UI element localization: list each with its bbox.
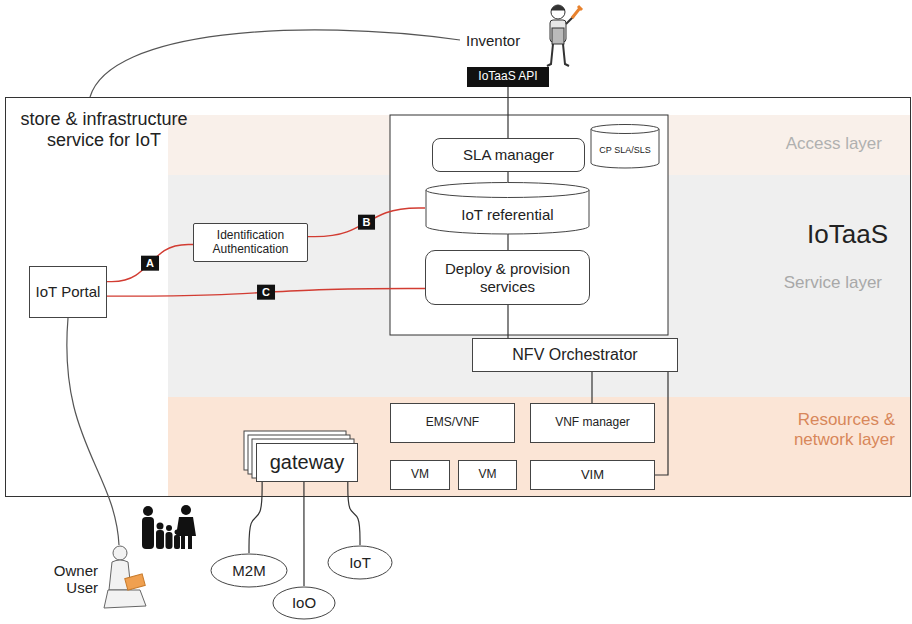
box-text: VIM — [581, 468, 604, 483]
box-text: EMS/VNF — [426, 416, 479, 430]
edge-label: A — [141, 256, 159, 271]
box-text: SLA manager — [463, 146, 554, 163]
edge-label: C — [257, 285, 275, 300]
box-text: VNF manager — [555, 416, 630, 430]
network-ellipse: IoO — [272, 586, 336, 620]
ellipse-shape — [273, 587, 335, 619]
connector — [591, 372, 592, 403]
box-text: Identification Authentication — [198, 229, 303, 257]
process-box: NFV Orchestrator — [472, 338, 678, 372]
box-text: gateway — [270, 451, 345, 474]
service-frame — [390, 115, 668, 335]
edge-label: B — [358, 215, 376, 230]
connector — [507, 87, 508, 139]
box-text: IoT referential — [461, 206, 553, 223]
connector — [507, 234, 508, 250]
api-box: IoTaaS API — [467, 67, 549, 87]
database-cylinder: IoT referential — [425, 182, 590, 234]
layer-name: Access layer — [786, 134, 882, 154]
box-text: IoTaaS API — [478, 70, 537, 84]
actor-label: Inventor — [466, 32, 520, 49]
network-ellipse: IoT — [327, 545, 393, 580]
layer-band: EMS/VNF VNF managerVM VM VIM gateway Resource… — [168, 397, 910, 496]
layer-name: Service layer — [784, 273, 882, 293]
actor-label: Owner User — [38, 562, 98, 597]
ellipse-shape — [211, 554, 287, 587]
box-text: M2M — [232, 562, 265, 579]
box-text: Deploy & provision services — [430, 260, 585, 295]
layer-name: Resources & network layer — [770, 410, 895, 449]
box-text: VM — [479, 468, 497, 482]
connector — [507, 172, 508, 182]
box-text: IoT Portal — [36, 283, 101, 300]
database-cylinder: CP SLA/SLS — [590, 124, 660, 168]
network-ellipse: M2M — [210, 553, 288, 588]
resource-box: VM — [458, 460, 517, 490]
box-text: VM — [411, 468, 429, 482]
iotaas-platform: Access layerIdentification Authenticatio… — [5, 97, 911, 497]
connector — [303, 482, 304, 586]
platform-name: IoTaaS — [807, 220, 888, 250]
inventor-link — [90, 30, 460, 97]
portal-box: IoT Portal — [29, 266, 107, 318]
resource-box: VNF manager — [530, 403, 655, 443]
connector — [507, 305, 508, 338]
box-text: IoO — [292, 594, 316, 611]
resource-box: EMS/VNF — [390, 403, 515, 443]
family-icon — [142, 505, 196, 549]
process-box: Deploy & provision services — [425, 250, 590, 305]
owner-link — [67, 318, 119, 545]
cylinder-top — [426, 183, 589, 198]
process-box: Identification Authentication — [193, 223, 308, 262]
ellipse-shape — [328, 546, 392, 579]
gateway-box: gateway — [256, 443, 358, 482]
owner-figure — [104, 546, 146, 608]
box-text: CP SLA/SLS — [599, 145, 650, 155]
inventor-figure — [547, 5, 582, 66]
process-box: SLA manager — [432, 138, 585, 172]
resource-box: VIM — [530, 460, 655, 490]
box-text: NFV Orchestrator — [512, 346, 637, 364]
resource-box: VM — [390, 460, 450, 490]
platform-title: store & infrastructure service for IoT — [19, 109, 189, 150]
cylinder-top — [591, 125, 659, 134]
cylinder-body — [591, 129, 659, 168]
box-text: IoT — [349, 554, 371, 571]
